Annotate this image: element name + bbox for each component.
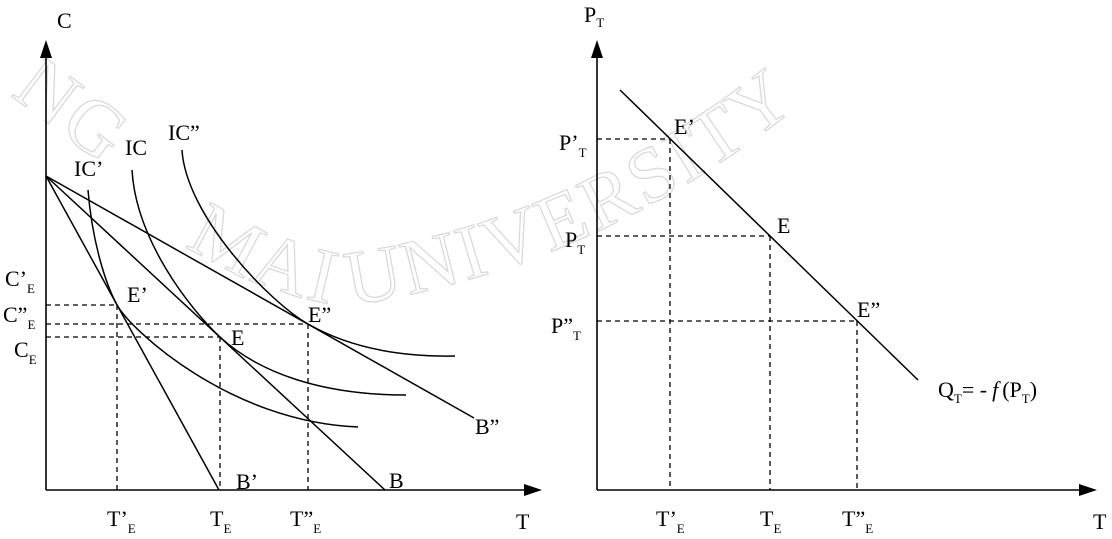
label-t-prime-e-right-sub: E bbox=[677, 521, 685, 536]
left-y-axis-arrowhead bbox=[40, 40, 52, 58]
label-t-prime-e-right-main: T’ bbox=[656, 506, 677, 531]
label-t-double-prime-e-right: T”E bbox=[842, 506, 873, 536]
label-e-left: E bbox=[231, 325, 244, 350]
label-b-prime: B’ bbox=[236, 469, 258, 494]
label-p-t: PT bbox=[565, 227, 585, 257]
demand-label-q-sub: T bbox=[954, 391, 962, 406]
label-t-prime-e-left-main: T’ bbox=[107, 506, 128, 531]
right-y-axis-arrowhead bbox=[591, 40, 603, 58]
demand-label-open: (P bbox=[1002, 377, 1022, 402]
label-p-double-prime-t-sub: T bbox=[573, 328, 581, 343]
label-t-double-prime-e-left: T”E bbox=[290, 506, 321, 536]
label-t-prime-e-left-sub: E bbox=[128, 521, 136, 536]
label-c-e-sub: E bbox=[29, 352, 37, 367]
label-t-e-right-main: T bbox=[760, 506, 774, 531]
label-t-e-left: TE bbox=[210, 506, 231, 536]
label-t-double-prime-e-left-main: T” bbox=[290, 506, 313, 531]
label-p-prime-t-main: P’ bbox=[559, 130, 579, 155]
indifference-curve-ic-prime bbox=[87, 189, 359, 428]
label-t-e-right-sub: E bbox=[773, 521, 781, 536]
label-p-t-main: P bbox=[565, 227, 577, 252]
left-panel: C T IC’ IC IC” E’ E E” B’ B B” C’E C”E C… bbox=[3, 8, 542, 536]
label-ic: IC bbox=[125, 135, 147, 160]
label-c-double-prime-e-main: C” bbox=[3, 302, 27, 327]
left-x-axis-arrowhead bbox=[524, 484, 542, 496]
label-c-prime-e-main: C’ bbox=[5, 266, 27, 291]
label-b: B bbox=[389, 468, 404, 493]
label-p-double-prime-t-main: P” bbox=[551, 313, 573, 338]
label-c-e-main: C bbox=[14, 337, 29, 362]
label-t-double-prime-e-right-main: T” bbox=[842, 506, 865, 531]
budget-line-b-double-prime bbox=[45, 175, 475, 419]
label-p-t-sub: T bbox=[577, 242, 585, 257]
demand-label-f: f bbox=[992, 377, 1001, 402]
label-e-prime-left: E’ bbox=[127, 282, 148, 307]
label-ic-double-prime: IC” bbox=[168, 120, 200, 145]
label-e-right: E bbox=[777, 213, 790, 238]
label-c-e: CE bbox=[14, 337, 37, 367]
right-y-axis-label-sub: T bbox=[596, 15, 604, 30]
demand-label-close: ) bbox=[1030, 377, 1037, 402]
demand-label-q: Q bbox=[938, 377, 954, 402]
watermark-text-university: UNIVERSITY bbox=[338, 50, 810, 323]
label-t-e-left-sub: E bbox=[223, 521, 231, 536]
label-t-prime-e-left: T’E bbox=[107, 506, 136, 536]
label-c-prime-e: C’E bbox=[5, 266, 35, 296]
right-y-axis-label: PT bbox=[584, 2, 604, 30]
budget-line-b-prime bbox=[45, 175, 220, 491]
label-p-double-prime-t: P”T bbox=[551, 313, 581, 343]
right-panel: PT T E’ E E” P’T PT P”T T’E TE T”E QT= -… bbox=[551, 2, 1107, 536]
demand-curve bbox=[619, 89, 919, 381]
label-t-double-prime-e-left-sub: E bbox=[313, 521, 321, 536]
right-x-axis-arrowhead bbox=[1079, 484, 1097, 496]
indifference-curve-ic-double-prime bbox=[181, 149, 456, 357]
demand-label-p-sub: T bbox=[1022, 391, 1030, 406]
left-y-axis-label: C bbox=[57, 8, 72, 33]
label-t-prime-e-right: T’E bbox=[656, 506, 685, 536]
label-ic-prime: IC’ bbox=[74, 156, 103, 181]
label-p-prime-t-sub: T bbox=[579, 145, 587, 160]
label-e-double-prime-right: E” bbox=[857, 297, 880, 322]
right-x-axis-label: T bbox=[1093, 509, 1107, 534]
label-t-e-right: TE bbox=[760, 506, 781, 536]
left-x-axis-label: T bbox=[516, 509, 530, 534]
watermark-text-university-path: UNIVERSITY bbox=[337, 49, 808, 323]
label-t-e-left-main: T bbox=[210, 506, 224, 531]
label-b-double-prime: B” bbox=[475, 414, 499, 439]
label-t-double-prime-e-right-sub: E bbox=[865, 521, 873, 536]
label-c-double-prime-e: C”E bbox=[3, 302, 35, 332]
label-c-double-prime-e-sub: E bbox=[27, 317, 35, 332]
label-p-prime-t: P’T bbox=[559, 130, 587, 160]
label-c-prime-e-sub: E bbox=[27, 281, 35, 296]
label-e-double-prime-left: E” bbox=[308, 302, 331, 327]
right-y-axis-label-main: P bbox=[584, 2, 596, 27]
watermark: NG MAI UNIVERSITY bbox=[0, 38, 810, 323]
label-e-prime-right: E’ bbox=[674, 114, 695, 139]
demand-function-label: QT= -f(PT) bbox=[938, 377, 1037, 406]
demand-label-equals: = - bbox=[962, 377, 987, 402]
